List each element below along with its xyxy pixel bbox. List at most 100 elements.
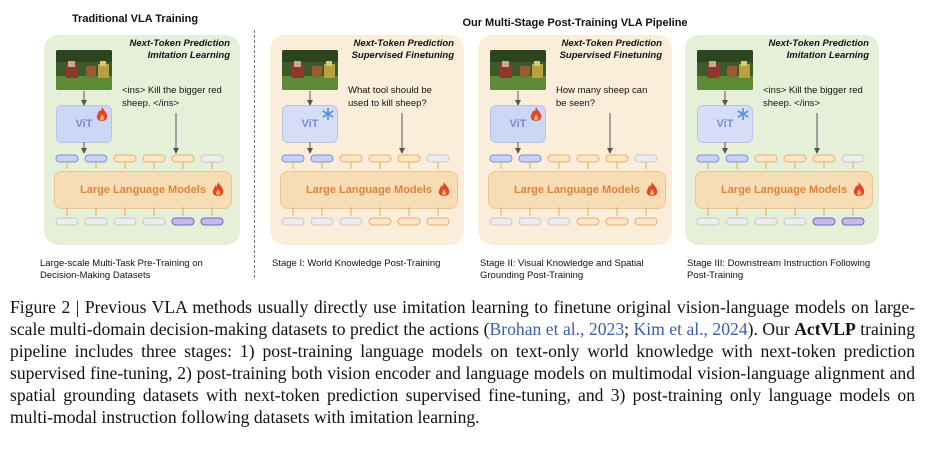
- citation-link[interactable]: Kim et al., 2024: [633, 319, 748, 339]
- input-token: [576, 154, 600, 163]
- panel-header: Next-Token Prediction Imitation Learning: [769, 38, 869, 62]
- output-token: [310, 217, 334, 226]
- header-line-2: Supervised Finetuning: [559, 50, 662, 61]
- output-token: [426, 217, 450, 226]
- header-line-1: Next-Token Prediction: [768, 38, 869, 49]
- output-token: [281, 217, 305, 226]
- header-line-2: Imitation Learning: [147, 50, 230, 61]
- llm-block: Large Language Models: [695, 171, 873, 209]
- output-token: [605, 217, 629, 226]
- input-token: [55, 154, 79, 163]
- input-token: [812, 154, 836, 163]
- prompt-text: What tool should be used to kill sheep?: [348, 85, 432, 109]
- llm-label: Large Language Models: [306, 184, 432, 196]
- output-token: [841, 217, 865, 226]
- output-token: [397, 217, 421, 226]
- header-line-1: Next-Token Prediction: [561, 38, 662, 49]
- output-token: [576, 217, 600, 226]
- minecraft-scene-image: [490, 50, 546, 90]
- fire-icon: [437, 182, 451, 203]
- output-token: [142, 217, 166, 226]
- panel-traditional: Next-Token Prediction Imitation Learning…: [44, 35, 240, 245]
- input-token: [605, 154, 629, 163]
- llm-label: Large Language Models: [721, 184, 847, 196]
- output-token: [547, 217, 571, 226]
- caption-label: Figure 2 |: [10, 297, 85, 317]
- input-token: [489, 154, 513, 163]
- input-token: [113, 154, 137, 163]
- input-token: [142, 154, 166, 163]
- vit-label: ViT: [509, 118, 527, 130]
- input-token: [339, 154, 363, 163]
- fire-icon: [529, 107, 543, 128]
- figure-caption: Figure 2 | Previous VLA methods usually …: [10, 296, 915, 428]
- llm-block: Large Language Models: [54, 171, 232, 209]
- prompt-text: How many sheep can be seen?: [556, 85, 648, 109]
- header-line-2: Imitation Learning: [786, 50, 869, 61]
- dashed-divider: [254, 30, 255, 278]
- snowflake-icon: [321, 107, 335, 126]
- llm-block: Large Language Models: [488, 171, 666, 209]
- input-token: [281, 154, 305, 163]
- token-diagram: [696, 91, 865, 226]
- panel-stage-2: Next-Token Prediction Supervised Finetun…: [478, 35, 672, 245]
- token-diagram: [281, 91, 450, 226]
- traditional-title: Traditional VLA Training: [71, 13, 199, 25]
- vit-label: ViT: [716, 118, 734, 130]
- stage-caption-2: Stage II: Visual Knowledge and Spatial G…: [480, 258, 644, 281]
- fire-icon: [95, 107, 109, 128]
- minecraft-scene-image: [56, 50, 112, 90]
- header-line-1: Next-Token Prediction: [353, 38, 454, 49]
- panel-header: Next-Token Prediction Supervised Finetun…: [560, 38, 662, 62]
- output-token: [55, 217, 79, 226]
- vit-label: ViT: [301, 118, 319, 130]
- snowflake-icon: [736, 107, 750, 126]
- output-token: [489, 217, 513, 226]
- fire-icon: [211, 182, 225, 203]
- output-token: [783, 217, 807, 226]
- caption-text: Previous VLA methods usually directly us…: [10, 297, 916, 339]
- caption-text: ;: [624, 319, 634, 339]
- input-token: [171, 154, 195, 163]
- input-token: [634, 154, 658, 163]
- output-token: [754, 217, 778, 226]
- input-token: [841, 154, 865, 163]
- input-token: [725, 154, 749, 163]
- vit-label: ViT: [75, 118, 93, 130]
- fire-icon: [645, 182, 659, 203]
- llm-label: Large Language Models: [80, 184, 206, 196]
- stage-caption-3: Stage III: Downstream Instruction Follow…: [687, 258, 871, 281]
- input-token: [200, 154, 224, 163]
- output-token: [84, 217, 108, 226]
- input-token: [518, 154, 542, 163]
- prompt-text: <ins> Kill the bigger red sheep. </ins>: [763, 85, 863, 109]
- output-token: [634, 217, 658, 226]
- input-token: [696, 154, 720, 163]
- panel-header: Next-Token Prediction Supervised Finetun…: [352, 38, 454, 62]
- panel-header: Next-Token Prediction Imitation Learning: [130, 38, 230, 62]
- caption-text: ). Our: [747, 319, 795, 339]
- panel-stage-3: Next-Token Prediction Imitation Learning…: [685, 35, 879, 245]
- method-name: ActVLP: [794, 319, 856, 339]
- input-token: [310, 154, 334, 163]
- input-token: [397, 154, 421, 163]
- panel-stage-1: Next-Token Prediction Supervised Finetun…: [270, 35, 464, 245]
- minecraft-scene-image: [282, 50, 338, 90]
- input-token: [783, 154, 807, 163]
- output-token: [696, 217, 720, 226]
- citation-link[interactable]: Brohan et al., 2023: [489, 319, 625, 339]
- prompt-text: <ins> Kill the bigger red sheep. </ins>: [122, 85, 222, 109]
- pipeline-title: Our Multi-Stage Post-Training VLA Pipeli…: [462, 17, 688, 29]
- input-token: [426, 154, 450, 163]
- llm-block: Large Language Models: [280, 171, 458, 209]
- output-token: [339, 217, 363, 226]
- token-diagram: [55, 91, 224, 226]
- input-token: [754, 154, 778, 163]
- output-token: [518, 217, 542, 226]
- input-token: [84, 154, 108, 163]
- stage-caption-traditional: Large-scale Multi-Task Pre-Training on D…: [40, 258, 203, 281]
- llm-label: Large Language Models: [514, 184, 640, 196]
- output-token: [171, 217, 195, 226]
- output-token: [200, 217, 224, 226]
- output-token: [368, 217, 392, 226]
